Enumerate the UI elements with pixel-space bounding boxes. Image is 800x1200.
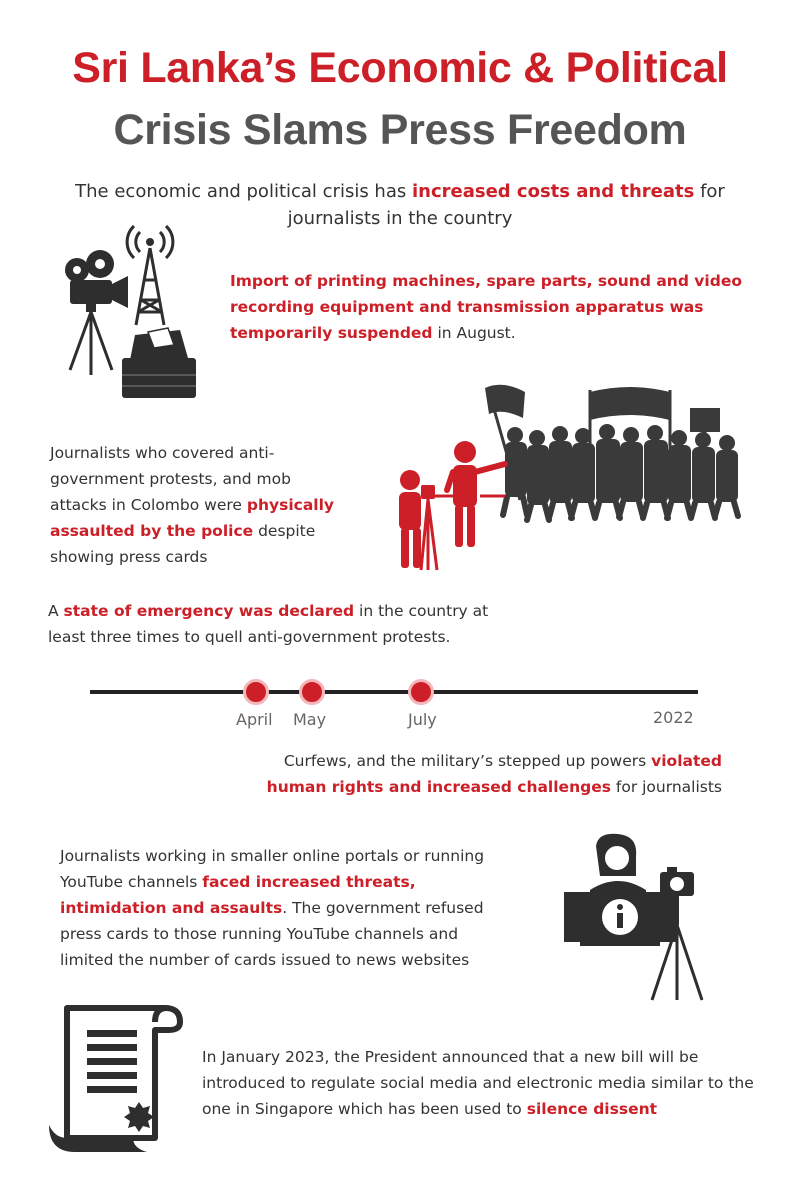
online-after: . The government refused press cards to …: [60, 899, 484, 969]
protest-crowd-icon: [485, 384, 741, 523]
reporter-icon: [435, 441, 508, 547]
media-equipment-illustration: [65, 224, 196, 398]
emergency-before: A: [48, 602, 64, 620]
online-highlight: faced increased threats, intimidation an…: [60, 873, 416, 917]
bill-highlight: silence dissent: [526, 1100, 658, 1118]
curfew-before: Curfews, and the military’s stepped up p…: [283, 752, 652, 770]
film-camera-icon: [65, 250, 128, 375]
online-journalists-text: Journalists working in smaller online po…: [60, 843, 492, 973]
intro-highlight: increased costs and threats: [411, 181, 695, 202]
timeline-dot-may: [299, 679, 325, 705]
timeline-label-april: April: [236, 710, 273, 729]
timeline-dot-july: [408, 679, 434, 705]
news-presenter-illustration: [564, 833, 704, 1001]
timeline-line: [90, 690, 698, 694]
tripod-camera-icon: [650, 867, 704, 1001]
assault-highlight: physically assaulted by the police: [50, 496, 335, 540]
emergency-highlight: state of emergency was declared: [63, 602, 355, 620]
import-after: in August.: [432, 324, 516, 342]
timeline-year: 2022: [653, 708, 694, 727]
curfew-after: for journalists: [610, 778, 722, 796]
timeline-label-july: July: [408, 710, 437, 729]
intro-before: The economic and political crisis has: [75, 181, 412, 202]
import-suspension-text: Import of printing machines, spare parts…: [230, 268, 750, 346]
assault-after: despite showing press cards: [50, 522, 316, 566]
online-before: Journalists working in smaller online po…: [60, 847, 485, 891]
emergency-text: A state of emergency was declared in the…: [48, 598, 518, 650]
assault-text: Journalists who covered anti-government …: [50, 440, 350, 570]
info-icon: [602, 899, 638, 935]
curfew-highlight: violated human rights and increased chal…: [266, 752, 722, 796]
scroll-document-illustration: [49, 1005, 183, 1152]
emergency-after: in the country at least three times to q…: [48, 602, 489, 646]
curfew-text: Curfews, and the military’s stepped up p…: [262, 748, 722, 800]
intro-text: The economic and political crisis has in…: [40, 178, 760, 232]
timeline-dot-april: [243, 679, 269, 705]
timeline-label-may: May: [293, 710, 327, 729]
import-highlight: Import of printing machines, spare parts…: [230, 272, 742, 342]
intro-after: for journalists in the country: [287, 181, 725, 229]
assault-before: Journalists who covered anti-government …: [50, 444, 291, 514]
social-media-bill-text: In January 2023, the President announced…: [202, 1044, 762, 1122]
page-title-line1: Sri Lanka’s Economic & Political: [72, 44, 728, 92]
radio-tower-icon: [125, 224, 175, 326]
bill-before: In January 2023, the President announced…: [202, 1048, 754, 1118]
scroll-document-icon: [49, 1005, 183, 1152]
protest-illustration: [399, 384, 741, 571]
cameraman-icon: [399, 470, 439, 571]
printer-icon: [122, 327, 196, 398]
page-title-line2: Crisis Slams Press Freedom: [113, 106, 687, 154]
